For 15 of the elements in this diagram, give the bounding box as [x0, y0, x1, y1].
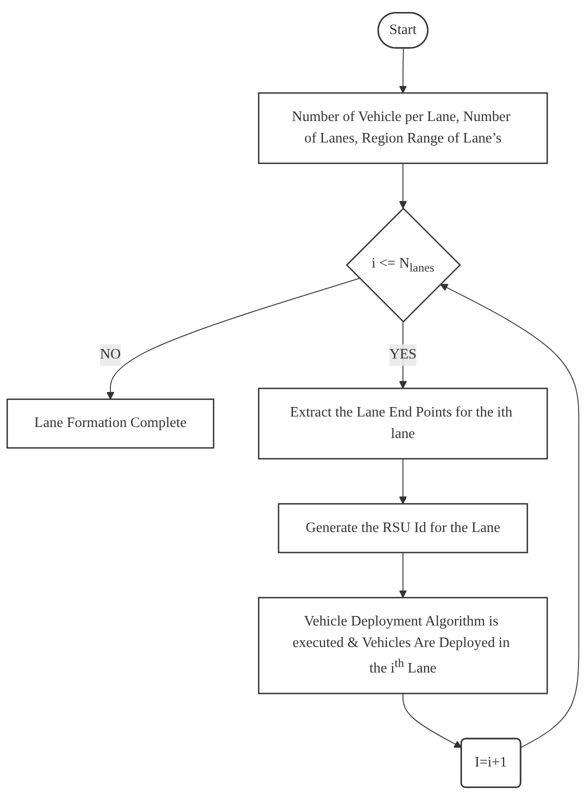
node-box: Number of Vehicle per Lane, Number of Lanes, Region Range of Lane’s [258, 92, 548, 164]
edge-label: NO [100, 346, 121, 362]
arrow [106, 278, 360, 400]
node-box: Vehicle Deployment Algorithm is executed & Vehicles Are Deployed in the i$^{th}$ Lane [258, 596, 548, 694]
node-box: Generate the RSU Id for the Lane [278, 503, 528, 554]
arrow [398, 48, 407, 94]
arrow [440, 284, 580, 748]
arrow [398, 552, 407, 598]
arrow [398, 458, 407, 504]
arrow [398, 162, 407, 209]
node-box: Extract the Lane End Points for the ith lane [258, 388, 548, 460]
arrow [402, 693, 462, 748]
edge-label: YES [389, 346, 417, 362]
node-diamond: i <= N$_{lanes}$ [346, 207, 461, 323]
node-box: Lane Formation Complete [6, 398, 214, 449]
